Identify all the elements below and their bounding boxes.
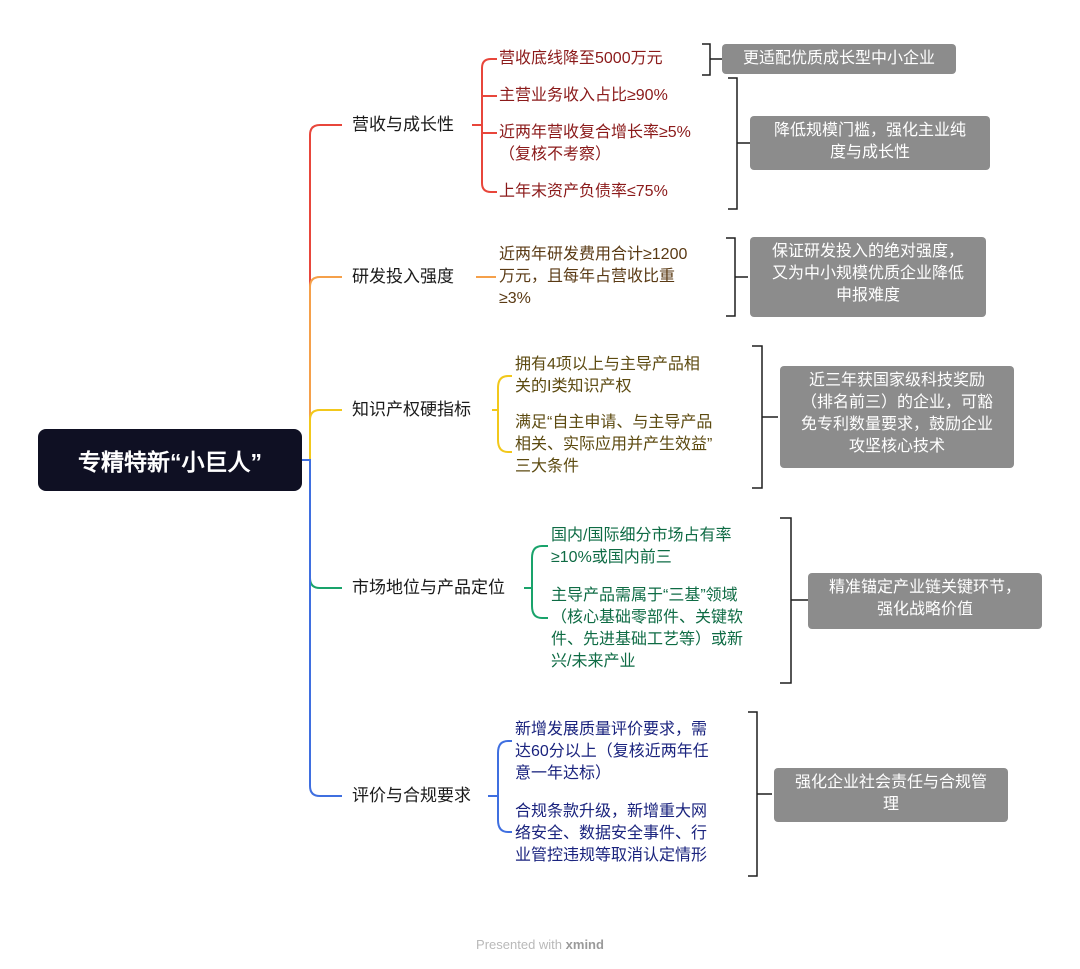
root-branch-yellow (302, 409, 342, 461)
leaf-market-share[interactable]: 国内/国际细分市场占有率 ≥10%或国内前三 (551, 527, 732, 566)
root-branch-blue (302, 459, 342, 797)
root-title: 专精特新“小巨人” (78, 449, 262, 475)
branch-market[interactable]: 市场地位与产品定位 (352, 578, 505, 597)
leaf-revenue-growth[interactable]: 近两年营收复合增长率≥5% （复核不考察） (499, 124, 691, 163)
leaf-quality-evaluation[interactable]: 新增发展质量评价要求，需 达60分以上（复核近两年任 意一年达标） (515, 721, 709, 782)
leaf-revenue-floor[interactable]: 营收底线降至5000万元 (499, 50, 663, 67)
summary-bracket-2 (728, 77, 750, 210)
branch-revenue[interactable]: 营收与成长性 (352, 115, 454, 134)
leaf-product-domain[interactable]: 主导产品需属于“三基”领域 （核心基础零部件、关键软 件、先进基础工艺等）或新 … (551, 587, 744, 670)
summary-bracket-4 (752, 345, 778, 489)
leaf-ip-count[interactable]: 拥有4项以上与主导产品相 关的I类知识产权 (515, 356, 700, 395)
leaf-main-business-ratio[interactable]: 主营业务收入占比≥90% (499, 87, 668, 104)
summary-note-5[interactable]: 精准锚定产业链关键环节， 强化战略价值 (808, 573, 1042, 629)
summary-note-1[interactable]: 更适配优质成长型中小企业 (722, 44, 956, 74)
summary-note-4[interactable]: 近三年获国家级科技奖励 （排名前三）的企业，可豁 免专利数量要求，鼓励企业 攻坚… (780, 366, 1014, 468)
summary-bracket-6 (748, 711, 772, 877)
summary-note-2[interactable]: 降低规模门槛，强化主业纯 度与成长性 (750, 116, 990, 170)
branch-ip[interactable]: 知识产权硬指标 (352, 400, 471, 419)
footer-watermark: Presented with xmind (476, 937, 604, 952)
leaf-rnd-expense[interactable]: 近两年研发费用合计≥1200 万元，且每年占营收比重 ≥3% (499, 246, 688, 307)
summary-bracket-3 (726, 237, 748, 317)
summary-bracket-5 (780, 517, 808, 684)
branch-rnd[interactable]: 研发投入强度 (352, 267, 454, 286)
summary-bracket-1 (702, 43, 722, 76)
root-topic[interactable]: 专精特新“小巨人” (38, 429, 302, 491)
root-branch-green (302, 459, 342, 589)
root-branch-red (302, 124, 342, 461)
summary-note-6[interactable]: 强化企业社会责任与合规管 理 (774, 768, 1008, 822)
summary-note-3[interactable]: 保证研发投入的绝对强度， 又为中小规模优质企业降低 申报难度 (750, 237, 986, 317)
footer-brand: xmind (565, 937, 604, 952)
leaf-compliance-upgrade[interactable]: 合规条款升级，新增重大网 络安全、数据安全事件、行 业管控违规等取消认定情形 (515, 803, 708, 864)
leaf-ip-conditions[interactable]: 满足“自主申请、与主导产品 相关、实际应用并产生效益” 三大条件 (515, 414, 713, 475)
branch-compliance[interactable]: 评价与合规要求 (352, 786, 471, 805)
leaf-debt-ratio[interactable]: 上年末资产负债率≤75% (499, 183, 668, 200)
root-branch-orange (302, 276, 342, 461)
